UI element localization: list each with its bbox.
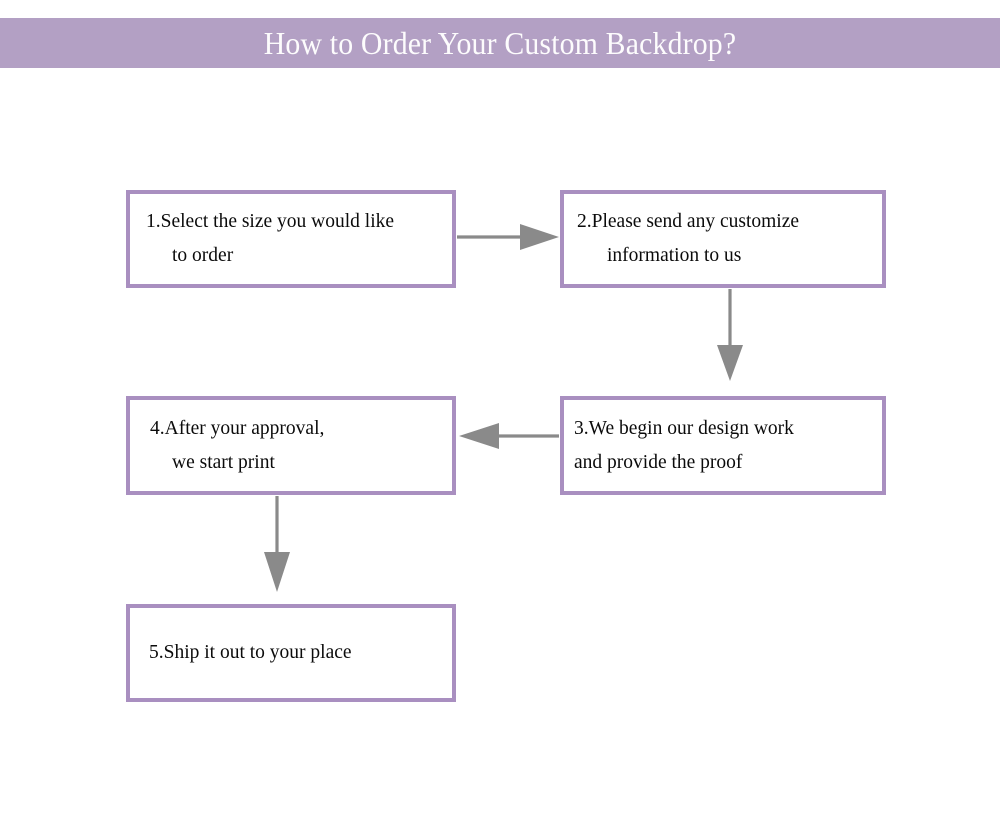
connector-step2-to-step3 <box>717 289 743 381</box>
flowchart-step-3-text: 3.We begin our design work and provide t… <box>564 412 882 479</box>
header-band <box>0 18 1000 68</box>
flowchart-step-1-text: 1.Select the size you would like to orde… <box>130 205 452 272</box>
step-4-line-1: 4.After your approval, <box>150 417 325 439</box>
flowchart-step-4[interactable]: 4.After your approval, we start print <box>126 396 456 495</box>
connector-step3-to-step4 <box>459 423 559 449</box>
step-5-line-1: 5.Ship it out to your place <box>149 642 352 664</box>
flowchart-step-5-text: 5.Ship it out to your place <box>130 636 452 670</box>
step-3-line-2: and provide the proof <box>574 451 743 473</box>
step-1-line-2: to order <box>172 245 234 266</box>
flowchart-step-5[interactable]: 5.Ship it out to your place <box>126 604 456 702</box>
page-title: How to Order Your Custom Backdrop? <box>263 25 737 61</box>
flowchart-step-2[interactable]: 2.Please send any customize information … <box>560 190 886 288</box>
step-2-line-1: 2.Please send any customize <box>577 211 800 233</box>
step-3-line-1: 3.We begin our design work <box>574 417 794 439</box>
step-4-line-2: we start print <box>172 451 275 473</box>
flowchart-step-2-text: 2.Please send any customize information … <box>564 205 882 272</box>
step-2-line-2: information to us <box>607 245 742 266</box>
flowchart-step-4-text: 4.After your approval, we start print <box>130 412 452 479</box>
connector-step4-to-step5 <box>264 496 290 592</box>
connector-step1-to-step2 <box>457 224 559 250</box>
flowchart-step-3[interactable]: 3.We begin our design work and provide t… <box>560 396 886 495</box>
flowchart-step-1[interactable]: 1.Select the size you would like to orde… <box>126 190 456 288</box>
step-1-line-1: 1.Select the size you would like <box>146 211 395 233</box>
